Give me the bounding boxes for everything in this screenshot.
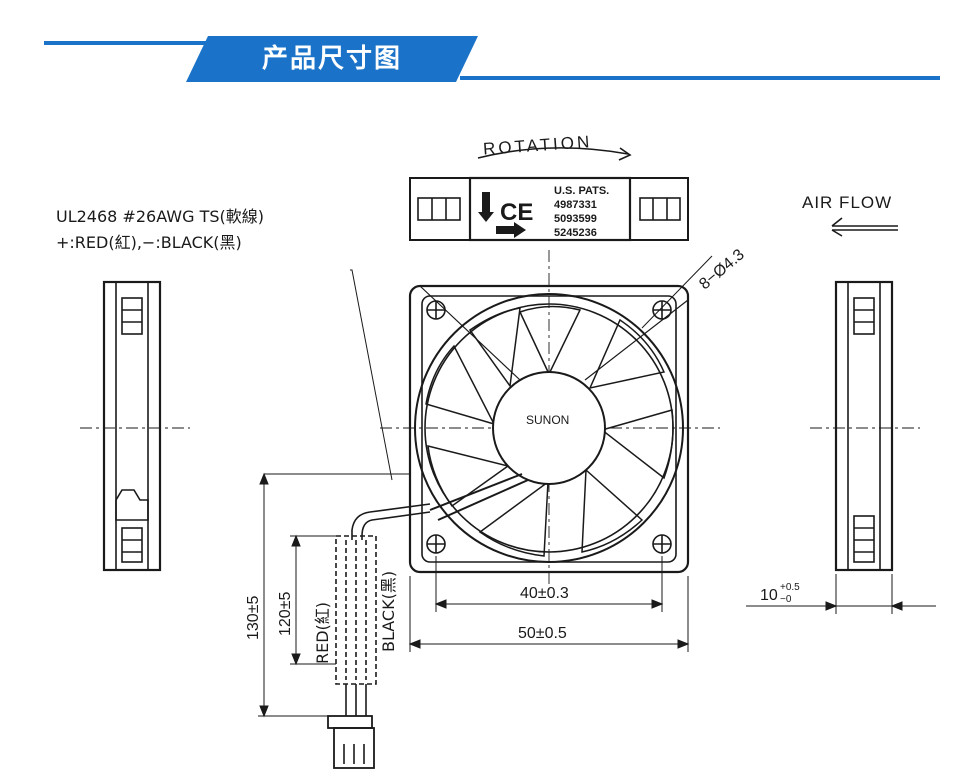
down-arrow-icon xyxy=(478,192,494,222)
right-arrow-icon xyxy=(496,222,526,238)
header-line-right xyxy=(460,76,940,80)
cable xyxy=(327,269,431,769)
patent-3: 5245236 xyxy=(554,227,597,239)
connector-top xyxy=(327,715,373,729)
fan-front-view xyxy=(408,284,690,574)
patent-2: 5093599 xyxy=(554,213,597,225)
header-tab xyxy=(186,36,478,82)
page-title: 产品尺寸图 xyxy=(261,44,402,74)
left-side-view xyxy=(102,280,162,572)
air-flow-label: AIR FLOW xyxy=(802,193,892,212)
hole-leader xyxy=(641,255,713,329)
header-line-left xyxy=(44,41,214,45)
patents-title: U.S. PATS. xyxy=(554,185,609,197)
rotation-arc xyxy=(477,147,629,159)
connector-body xyxy=(333,727,375,769)
fan-blades xyxy=(425,305,674,557)
rotation-arrow-icon xyxy=(618,147,632,161)
wire-black-label: BLACK(黑) xyxy=(379,571,398,652)
dimension-lines xyxy=(258,472,936,718)
dim-120-label: 120±5 xyxy=(277,592,294,636)
dim-10-tol-plus: +0.5 xyxy=(780,582,800,593)
brand-label: SUNON xyxy=(526,413,569,427)
patent-1: 4987331 xyxy=(554,199,597,211)
wire-color-label: +:RED(紅),−:BLACK(黑) xyxy=(56,233,242,252)
wire-red-label: RED(紅) xyxy=(313,602,332,664)
mounting-holes xyxy=(426,300,672,554)
ce-mark-icon: CE xyxy=(500,199,533,226)
right-side-view xyxy=(834,280,894,572)
hole-spec-label: 8−Ø4.3 xyxy=(696,246,748,293)
dim-50-label: 50±0.5 xyxy=(518,625,567,642)
air-flow-arrow-icon xyxy=(831,217,898,237)
dim-10-tol-minus: −0 xyxy=(780,594,792,605)
dim-130-label: 130±5 xyxy=(245,596,262,640)
rotation-label: ROTATION xyxy=(482,132,592,159)
cable-spec-label: UL2468 #26AWG TS(軟線) xyxy=(56,207,264,226)
header-bar: 产品尺寸图 xyxy=(0,0,980,90)
dim-10-label: 10 xyxy=(760,587,778,604)
dim-40-label: 40±0.3 xyxy=(520,585,569,602)
top-side-view xyxy=(409,176,689,242)
